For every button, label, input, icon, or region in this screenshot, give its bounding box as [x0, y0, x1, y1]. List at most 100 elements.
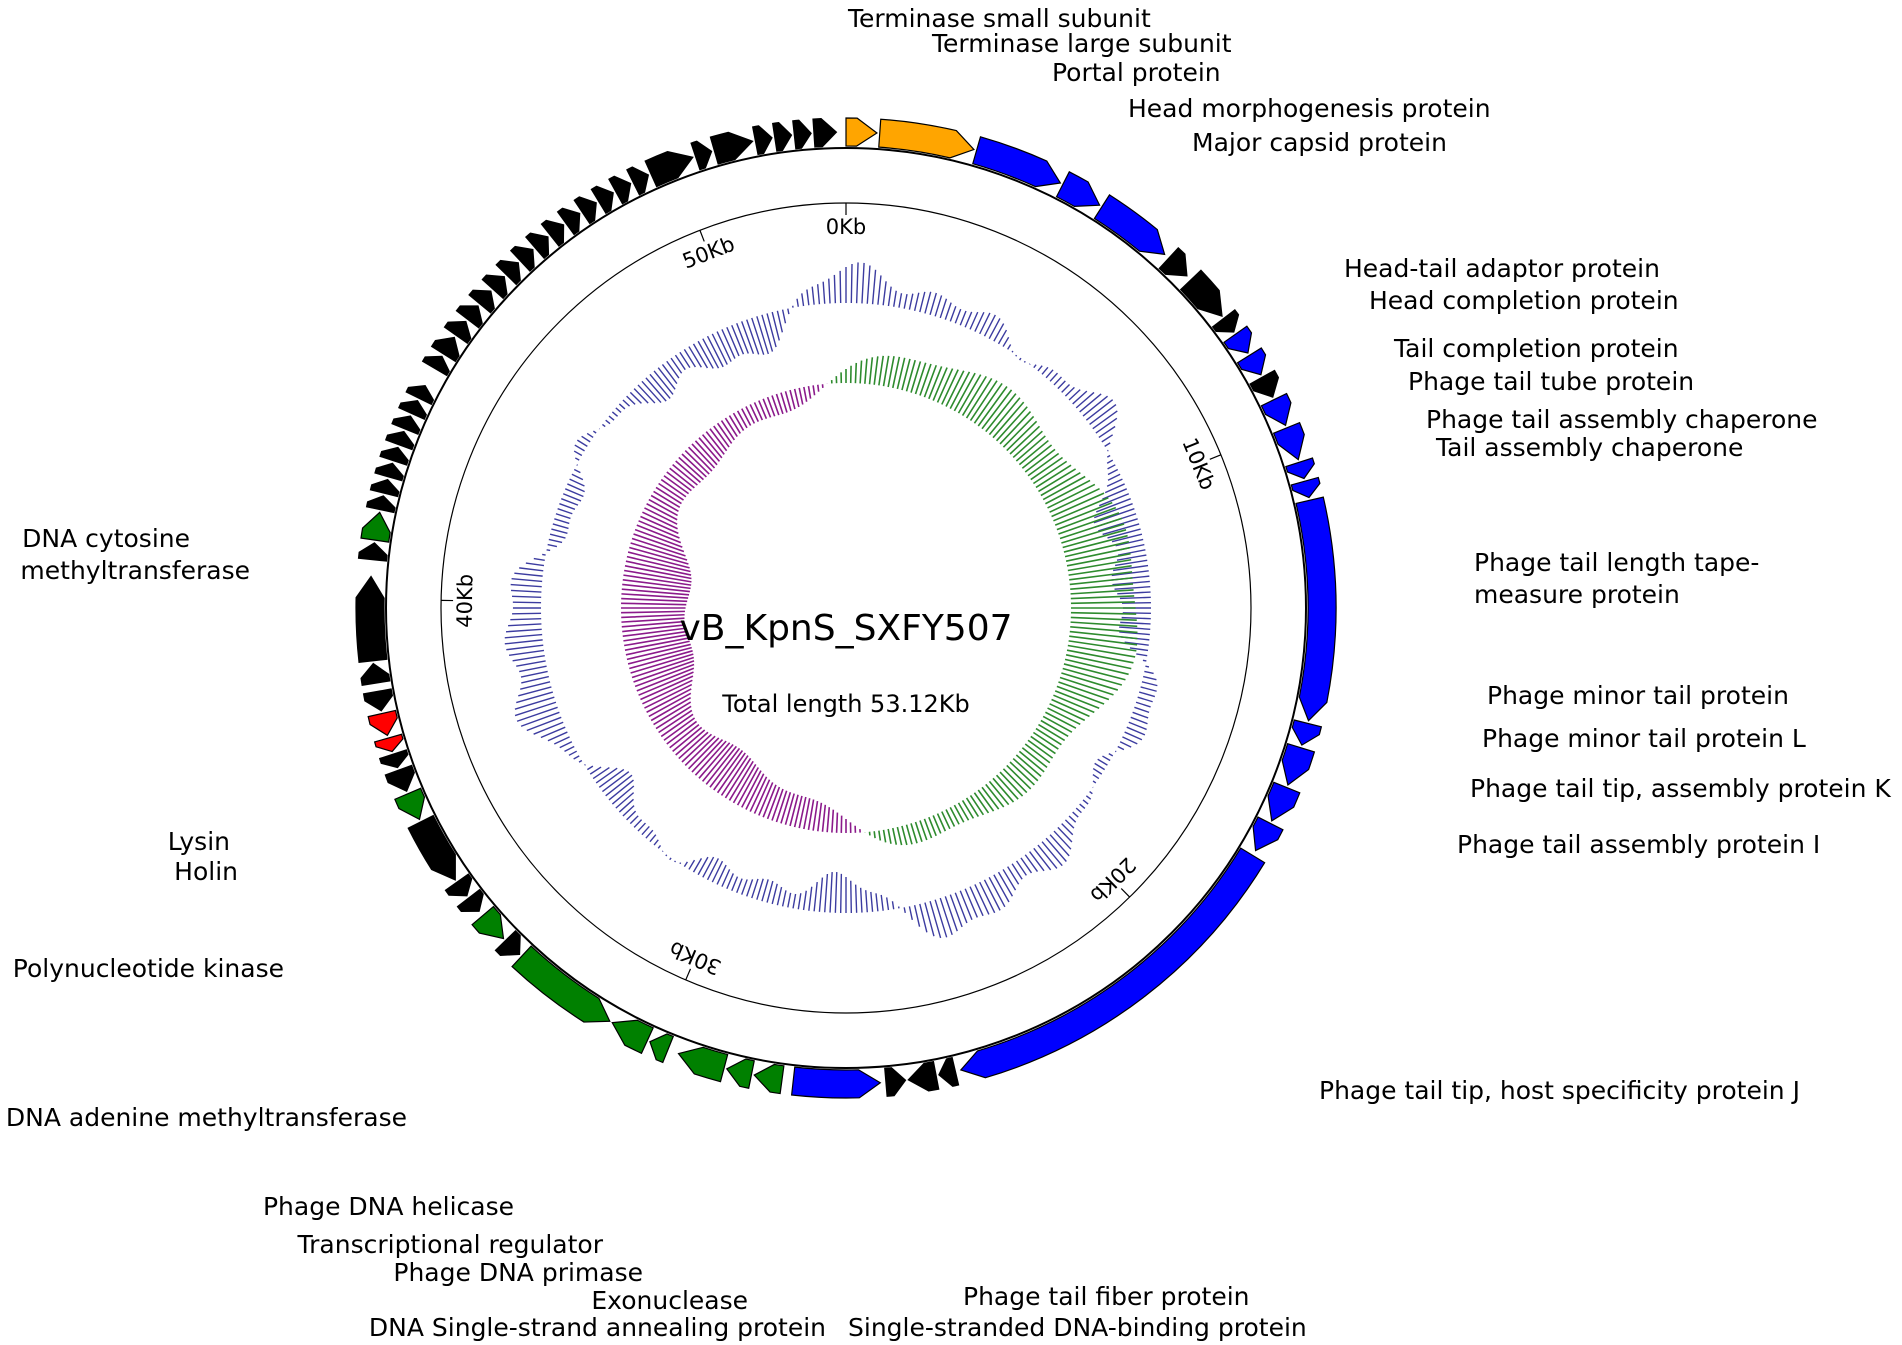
gene-label: Phage minor tail protein [1487, 681, 1789, 710]
gene-arrow-hypothetical [443, 320, 472, 345]
gc-content-track [504, 262, 1158, 939]
gene-label: Phage tail tube protein [1408, 367, 1694, 396]
gene-arrow-hypothetical [468, 289, 495, 314]
gene-label: Terminase large subunit [931, 29, 1232, 58]
scale-tick [699, 230, 705, 242]
gene-arrows [355, 117, 1337, 1099]
gene-arrow-hypothetical [884, 1067, 907, 1097]
gene-label: DNA cytosine [22, 524, 190, 553]
gene-arrow-structural [1223, 325, 1253, 354]
scale-tick-label: 40Kb [453, 574, 478, 628]
gene-arrow-packaging [878, 118, 975, 159]
gc-skew-negative-bars [621, 383, 861, 833]
gene-arrow-hypothetical [430, 336, 460, 363]
gene-arrow-hypothetical [456, 888, 484, 913]
gene-arrow-hypothetical [938, 1056, 960, 1087]
gene-label: Holin [174, 857, 238, 886]
gene-arrow-hypothetical [751, 125, 773, 156]
gene-label: Phage tail assembly protein I [1457, 830, 1820, 859]
gc-skew-positive-bars [830, 355, 1138, 846]
gene-arrow-hypothetical [365, 495, 396, 514]
gene-arrow-structural [959, 847, 1266, 1079]
gene-arrow-hypothetical [1211, 309, 1240, 333]
gene-arrow-hypothetical [509, 245, 535, 272]
gene-arrow-hypothetical [407, 814, 456, 881]
genome-title: vB_KpnS_SXFY507 [679, 608, 1012, 649]
gene-arrow-replication [753, 1063, 785, 1095]
gene-label: Lysin [168, 827, 230, 856]
scale-tick [1120, 888, 1131, 898]
gene-label: Phage tail length tape- [1474, 548, 1759, 577]
gene-label: Tail assembly chaperone [1435, 433, 1743, 462]
gene-arrow-hypothetical [355, 575, 388, 664]
gene-arrow-hypothetical [384, 764, 415, 793]
gene-arrow-lysis [373, 733, 404, 753]
gene-arrow-hypothetical [709, 131, 754, 165]
gene-label: Terminase small subunit [847, 4, 1151, 33]
gene-arrow-hypothetical [1249, 369, 1280, 398]
gene-arrow-replication [649, 1033, 675, 1064]
scale-tick-label: 10Kb [1177, 434, 1220, 493]
scale-tick-label: 0Kb [826, 215, 866, 239]
gene-arrow-replication [511, 945, 611, 1023]
gene-label: Phage DNA primase [393, 1258, 643, 1287]
gene-arrow-hypothetical [907, 1060, 940, 1092]
gene-label: methyltransferase [20, 556, 250, 585]
gene-arrow-hypothetical [494, 929, 521, 957]
gene-arrow-hypothetical [540, 219, 565, 247]
gene-arrow-hypothetical [455, 305, 483, 329]
scale-tick-label: 20Kb [1085, 853, 1140, 908]
gene-arrow-hypothetical [421, 355, 450, 377]
gene-label: Phage tail tip, assembly protein K [1470, 774, 1891, 803]
gene-arrow-hypothetical [444, 873, 473, 897]
gene-arrow-structural [1295, 496, 1337, 722]
gene-arrow-structural [972, 136, 1062, 188]
gene-arrow-hypothetical [626, 166, 650, 196]
gene-label: DNA adenine methyltransferase [6, 1103, 407, 1132]
gene-arrow-hypothetical [481, 274, 508, 300]
gene-label: Single-stranded DNA-binding protein [848, 1313, 1307, 1342]
gene-arrow-hypothetical [357, 542, 388, 562]
gene-arrow-replication [471, 905, 505, 940]
gene-label: Phage tail assembly chaperone [1426, 405, 1817, 434]
genome-length: Total length 53.12Kb [721, 690, 970, 718]
gene-arrow-hypothetical [1158, 247, 1188, 277]
gene-arrow-hypothetical [812, 118, 838, 148]
gene-label: Phage tail tip, host specificity protein… [1319, 1076, 1800, 1105]
gene-label: Transcriptional regulator [297, 1230, 604, 1259]
gene-arrow-structural [1272, 421, 1305, 461]
gene-arrow-structural [1285, 457, 1315, 480]
gene-arrow-replication [725, 1058, 755, 1089]
genome-backbone-circle [385, 147, 1307, 1069]
gene-arrow-hypothetical [495, 259, 521, 286]
gene-arrow-structural [1267, 781, 1301, 822]
gc-content-bars [504, 262, 1158, 939]
gene-label: Head morphogenesis protein [1128, 94, 1491, 123]
gene-arrow-hypothetical [398, 400, 428, 420]
gene-arrow-hypothetical [771, 122, 793, 152]
gene-arrow-hypothetical [1179, 269, 1223, 317]
gene-arrow-structural [1252, 816, 1284, 852]
gene-arrow-hypothetical [374, 462, 404, 482]
gene-arrow-hypothetical [608, 175, 632, 205]
gene-label: Polynucleotide kinase [13, 954, 284, 983]
gene-arrow-hypothetical [391, 415, 421, 436]
gene-arrow-hypothetical [590, 185, 614, 215]
gene-arrow-structural [1093, 194, 1166, 256]
gene-label: Head-tail adaptor protein [1344, 254, 1660, 283]
gene-label: Exonuclease [591, 1286, 748, 1315]
gene-arrow-hypothetical [378, 749, 409, 769]
gene-label: Phage minor tail protein L [1482, 724, 1806, 753]
gene-arrow-replication [394, 787, 426, 821]
gene-arrow-structural [1055, 171, 1101, 207]
gene-arrow-replication [677, 1046, 729, 1083]
gc-skew-track [621, 355, 1138, 846]
gene-arrow-structural [1290, 476, 1321, 499]
gene-arrow-hypothetical [690, 140, 713, 171]
gene-arrow-replication [611, 1019, 654, 1055]
gene-arrow-lysis [367, 709, 398, 737]
gene-arrow-hypothetical [369, 478, 400, 498]
gene-arrow-replication [360, 511, 391, 543]
scale-tick-label: 30Kb [666, 936, 725, 979]
